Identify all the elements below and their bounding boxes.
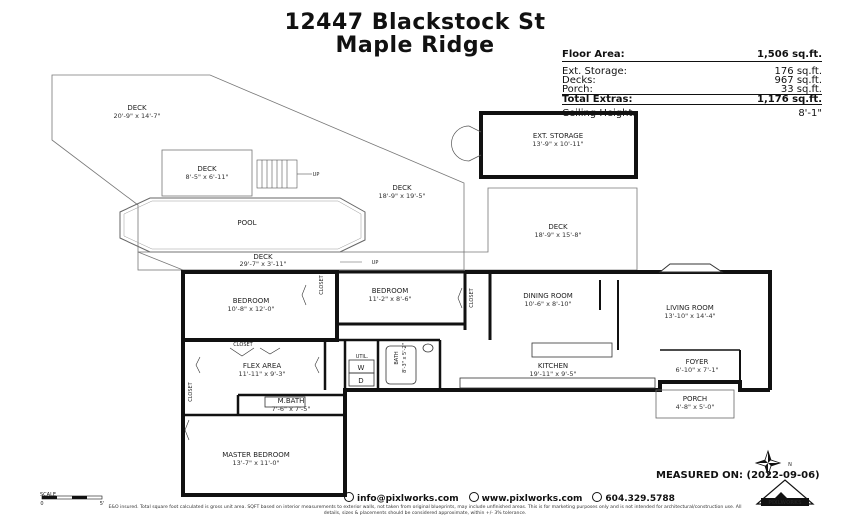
phone-contact: 604.329.5788 [592,492,675,504]
ceiling-height-value: 8'-1" [798,108,822,119]
deck-top-name: DECK [127,104,147,112]
porch [655,389,735,419]
flex-name: FLEX AREA [243,362,281,370]
closet-label-bed2: CLOSET [469,287,475,307]
closet-label-master: CLOSET [188,381,194,401]
compass-label: N [788,462,792,468]
email-icon [344,492,354,502]
storage-door-icon [451,125,482,162]
deck-strip-dim: 29'-7" x 3'-11" [239,260,286,268]
kitchen-island [531,342,613,358]
address-line1: 12447 Blackstock St [284,10,546,35]
util-label: UTIL. [356,354,369,360]
scale-zero: 0 [40,501,43,507]
washer-label: W [358,364,365,372]
web-text: www.pixlworks.com [481,494,583,504]
ext-storage [479,111,638,179]
small-deck [161,149,253,197]
deck-mid-dim: 18'-9" x 19'-5" [378,192,425,200]
flex-dim: 11'-11" x 9'-3" [238,370,285,378]
deck-strip [137,251,465,271]
deck-mid-name: DECK [392,184,412,192]
bay-window [658,263,724,273]
measured-date: MEASURED ON: (2022-09-06) [656,470,820,481]
compass-icon [754,449,782,477]
master-name: MASTER BEDROOM [222,451,290,459]
porch-value: 33 sq.ft. [780,84,822,95]
deck-strip-name: DECK [253,253,273,261]
web-contact: www.pixlworks.com [468,492,583,504]
porch-label: Porch: [562,84,593,95]
deck-small-dim: 8'-5" x 6'-11" [186,173,229,181]
deck-right-dim: 18'-9" x 15'-8" [534,231,581,239]
total-extras-label: Total Extras: [562,94,633,105]
scale-five: 5' [100,501,105,507]
decks-label: Decks: [562,75,596,86]
bedroom1-dim: 10'-8" x 12'-0" [227,305,274,313]
mbath-dim: 7'-6" x 7'-5" [272,405,311,413]
living-name: LIVING ROOM [666,304,714,312]
dryer [348,372,375,387]
logo-text: PIXLWORKS [768,500,802,506]
dryer-label: D [358,377,363,385]
floor-area-label: Floor Area: [562,49,625,60]
scale-label: SCALE [40,492,57,498]
bedroom1-name: BEDROOM [233,297,270,305]
ext-storage-name: EXT. STORAGE [533,132,583,140]
contact-row: info@pixlworks.com www.pixlworks.com 604… [344,492,675,504]
foyer-dim: 6'-10" x 7'-1" [676,366,719,374]
disclaimer: E&O insured. Total square foot calculate… [108,505,742,516]
living-dim: 13'-10" x 14'-4" [664,312,715,320]
house-walls [181,270,772,497]
phone-icon [592,492,603,502]
closet-label-bed1: CLOSET [319,274,325,294]
porch-dim: 4'-8" x 5'-0" [676,403,715,411]
pixlworks-logo: PIXLWORKS [755,479,815,506]
bathtub [385,345,417,385]
kitchen-dim: 19'-11" x 9'-5" [529,370,576,378]
kitchen-counter [459,377,656,389]
floor-area-value: 1,506 sq.ft. [757,49,822,60]
email-contact: info@pixlworks.com [344,492,459,504]
bath-name: BATH [394,351,400,365]
ext-storage-value: 176 sq.ft. [774,66,822,77]
globe-icon [468,492,479,502]
bedroom2-name: BEDROOM [372,287,409,295]
mbath-vanity [264,396,306,408]
stairs-icon [256,159,312,189]
kitchen-name: KITCHEN [538,362,568,370]
phone-text: 604.329.5788 [605,494,675,504]
up-label-2: UP [372,260,379,266]
deck-outline [51,74,638,271]
dining-dim: 10'-6" x 8'-10" [524,300,571,308]
master-dim: 13'-7" x 11'-0" [232,459,279,467]
toilet [422,343,434,353]
ext-storage-label: Ext. Storage: [562,66,628,77]
foyer-name: FOYER [686,358,709,366]
deck-top-dim: 20'-9" x 14'-7" [113,112,160,120]
decks-value: 967 sq.ft. [774,75,822,86]
email-text: info@pixlworks.com [357,494,459,504]
deck-small-name: DECK [197,165,217,173]
closet-label-flex: CLOSET [233,342,253,348]
address-line2: Maple Ridge [335,33,495,58]
deck-right-name: DECK [548,223,568,231]
dining-name: DINING ROOM [523,292,573,300]
porch-name: PORCH [683,395,707,403]
scale-bar [41,495,103,500]
closet-doors [184,284,463,441]
bath-dim: 8'-3" x 5'-2" [402,343,408,373]
ext-storage-dim: 13'-9" x 10'-11" [532,140,583,148]
up-label-1: UP [313,172,320,178]
pool-name: POOL [237,219,256,227]
total-extras-value: 1,176 sq.ft. [757,94,822,105]
mbath-name: M.BATH [278,397,305,405]
bedroom2-dim: 11'-2" x 8'-6" [369,295,412,303]
